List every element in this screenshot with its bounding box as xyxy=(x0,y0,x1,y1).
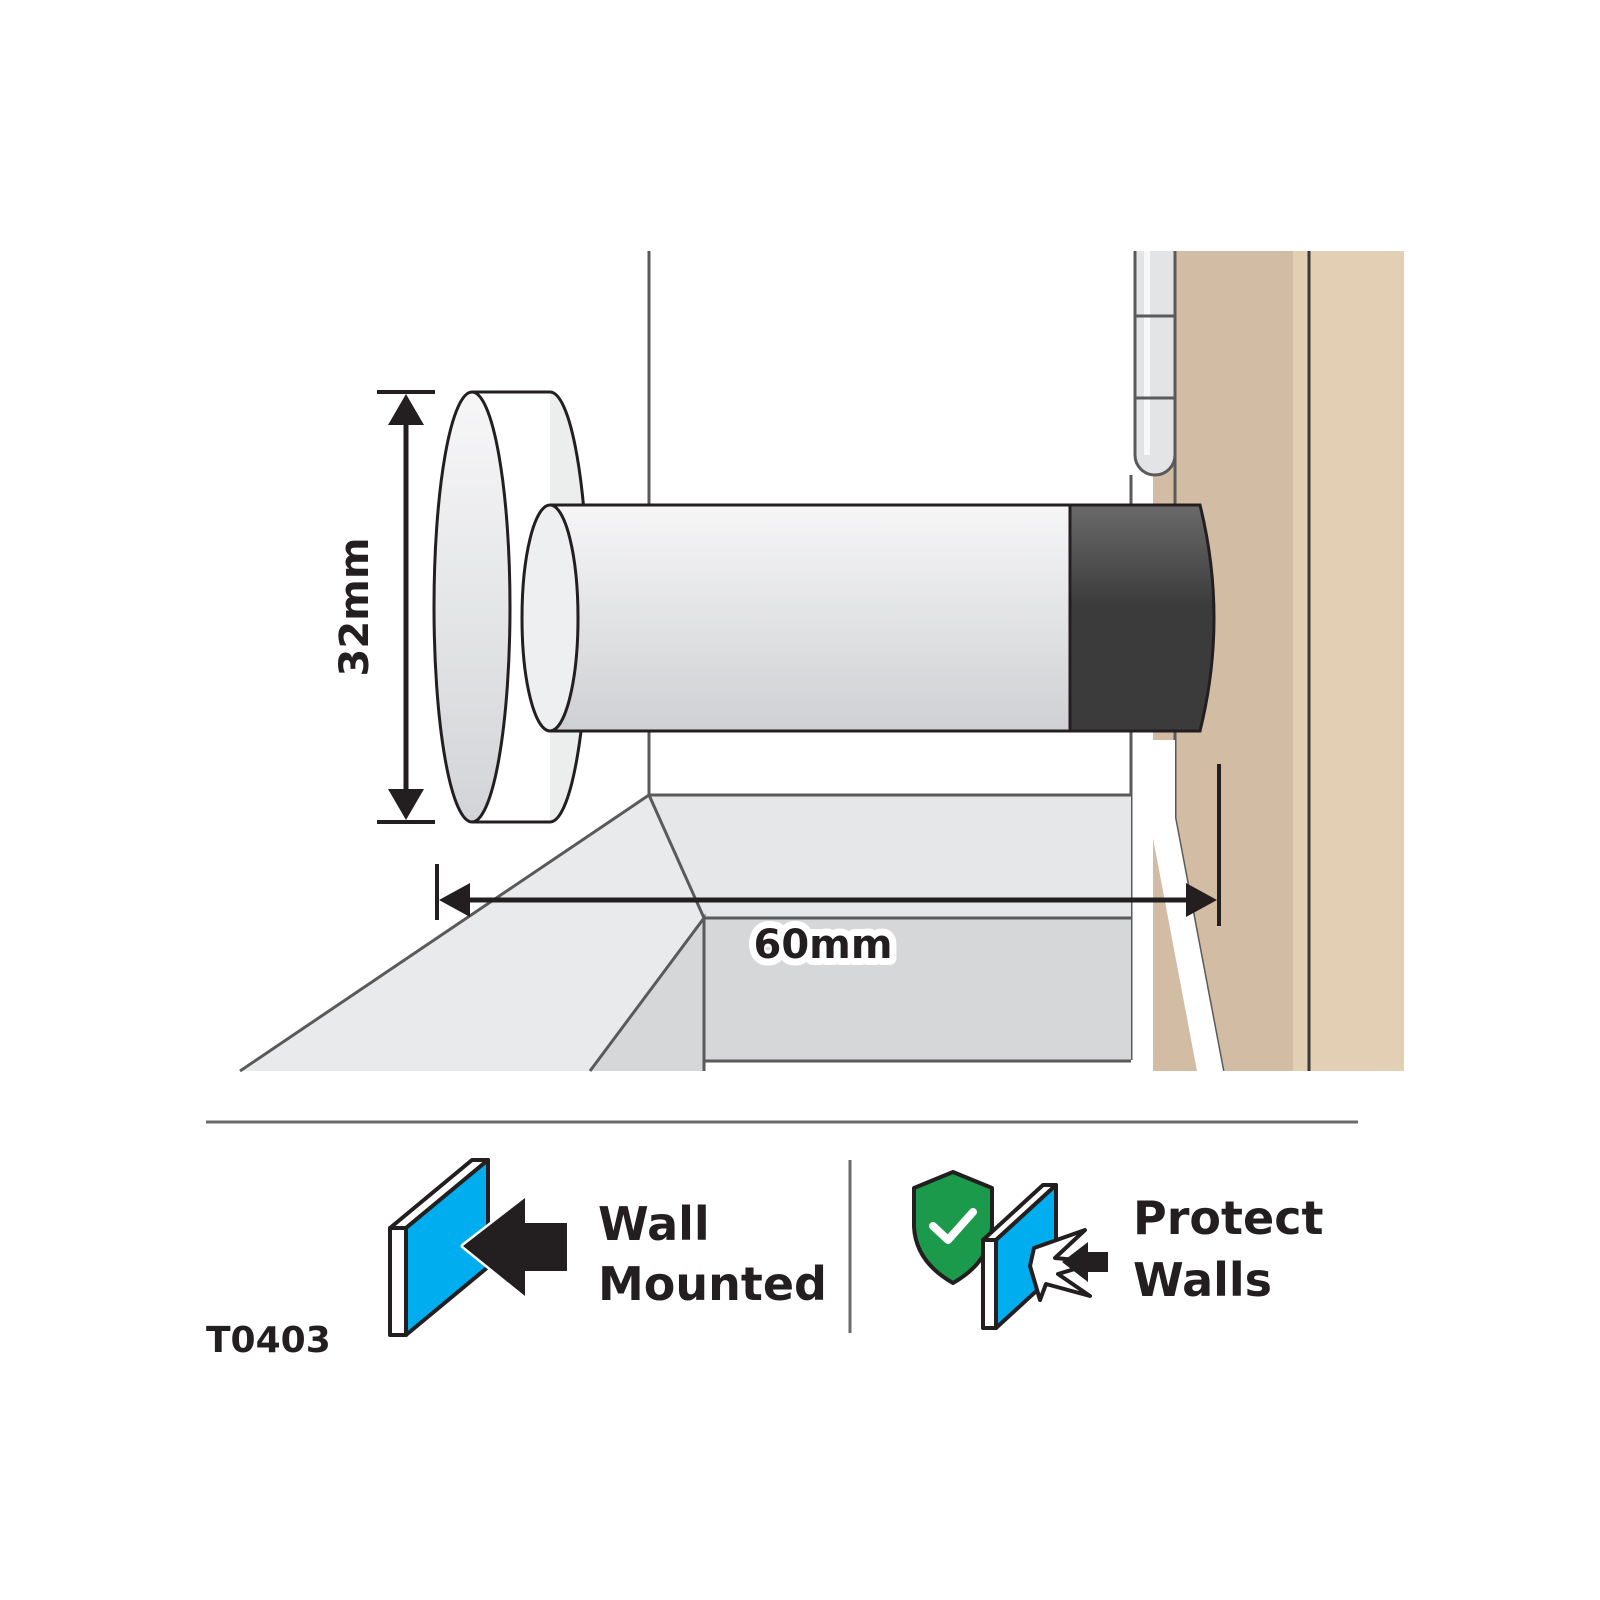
stopper-barrel xyxy=(520,503,1070,733)
rubber-tip xyxy=(1068,503,1216,733)
door-stopper xyxy=(432,390,1216,824)
height-label: 32mm xyxy=(332,537,378,676)
check-icon xyxy=(929,1208,977,1244)
door-edge xyxy=(1293,251,1404,1071)
feature-wall-mounted: Wall Mounted xyxy=(388,1158,827,1337)
feature-protect-walls: Protect Walls xyxy=(912,1170,1323,1330)
depth-label: 60mm xyxy=(753,922,892,968)
feature-1-line-2: Mounted xyxy=(598,1257,827,1311)
feature-1-line-1: Wall xyxy=(598,1197,710,1251)
shield-icon xyxy=(912,1170,994,1285)
floor-skirting xyxy=(239,793,1131,1073)
depth-dimension: 60mm xyxy=(435,764,1221,975)
skirting-top xyxy=(649,795,1131,918)
height-dimension: 32mm xyxy=(332,390,435,824)
floor-left xyxy=(240,795,704,1071)
skirting-front xyxy=(704,918,1131,1061)
door-hinge xyxy=(1133,251,1177,477)
feature-2-line-1: Protect xyxy=(1133,1191,1323,1245)
door xyxy=(1153,251,1404,1072)
impact-icon xyxy=(1028,1228,1100,1302)
product-code: T0403 xyxy=(206,1320,331,1361)
protect-walls-icon xyxy=(912,1170,1108,1330)
feature-2-line-2: Walls xyxy=(1133,1253,1272,1307)
wall-mount-icon xyxy=(388,1158,570,1337)
